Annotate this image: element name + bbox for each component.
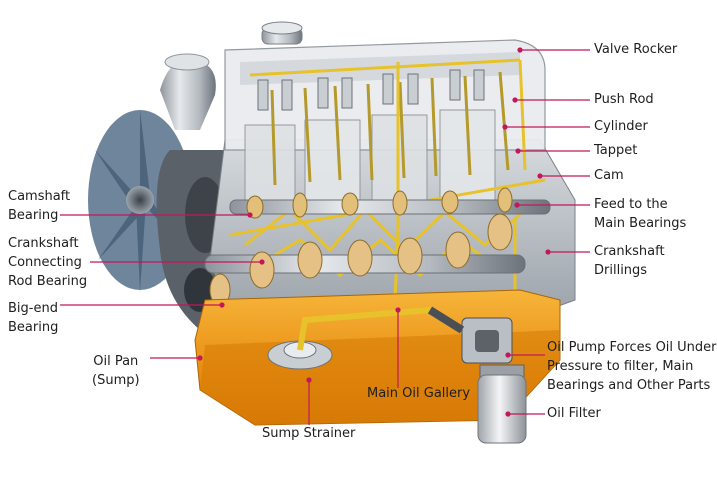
label-camshaft-bearing: Camshaft Bearing xyxy=(8,187,70,225)
label-text: Main Bearings xyxy=(594,216,687,231)
label-text: Bearings and Other Parts xyxy=(547,378,711,393)
oil-filter xyxy=(477,364,527,444)
label-tappet: Tappet xyxy=(594,141,637,160)
label-text: Rod Bearing xyxy=(8,274,88,289)
label-text: Cam xyxy=(594,168,624,183)
label-text: Oil Pan xyxy=(93,354,139,369)
label-conrod-bearing: Crankshaft Connecting Rod Bearing xyxy=(8,234,87,291)
label-text: Oil Filter xyxy=(547,406,601,421)
label-crankshaft-drillings: Crankshaft Drillings xyxy=(594,242,665,280)
crankshaft xyxy=(204,213,526,307)
valvetrain xyxy=(257,69,510,186)
label-oil-pan: Oil Pan (Sump) xyxy=(92,352,140,390)
label-text: Bearing xyxy=(8,208,59,223)
label-sump-strainer: Sump Strainer xyxy=(262,424,355,443)
label-text: Crankshaft xyxy=(594,244,665,259)
label-text: Tappet xyxy=(594,143,638,158)
label-text: Sump Strainer xyxy=(262,426,356,441)
label-main-oil-gallery: Main Oil Gallery xyxy=(367,384,470,403)
label-text: Pressure to filter, Main xyxy=(547,359,694,374)
oil-filler xyxy=(160,53,216,130)
label-text: Oil Pump Forces Oil Under xyxy=(547,340,717,355)
oil-pump xyxy=(427,306,513,364)
label-cam: Cam xyxy=(594,166,624,185)
camshaft xyxy=(229,187,551,219)
label-text: Bearing xyxy=(8,320,59,335)
label-valve-rocker: Valve Rocker xyxy=(594,40,677,59)
label-big-end-bearing: Big-end Bearing xyxy=(8,299,58,337)
label-oil-pump: Oil Pump Forces Oil Under Pressure to fi… xyxy=(547,338,717,395)
leader-lines xyxy=(60,47,590,425)
label-text: (Sump) xyxy=(92,373,140,388)
oil-cap xyxy=(261,21,303,45)
label-text: Main Oil Gallery xyxy=(367,386,471,401)
label-text: Feed to the xyxy=(594,197,668,212)
label-push-rod: Push Rod xyxy=(594,90,654,109)
label-text: Connecting xyxy=(8,255,82,270)
label-cylinder: Cylinder xyxy=(594,117,648,136)
label-feed-main-bearings: Feed to the Main Bearings xyxy=(594,195,686,233)
sump-strainer xyxy=(267,307,431,370)
label-text: Camshaft xyxy=(8,189,71,204)
label-text: Push Rod xyxy=(594,92,654,107)
label-text: Valve Rocker xyxy=(594,42,678,57)
label-oil-filter: Oil Filter xyxy=(547,404,601,423)
label-text: Cylinder xyxy=(594,119,648,134)
label-text: Crankshaft xyxy=(8,236,79,251)
label-text: Big-end xyxy=(8,301,58,316)
label-text: Drillings xyxy=(594,263,648,278)
